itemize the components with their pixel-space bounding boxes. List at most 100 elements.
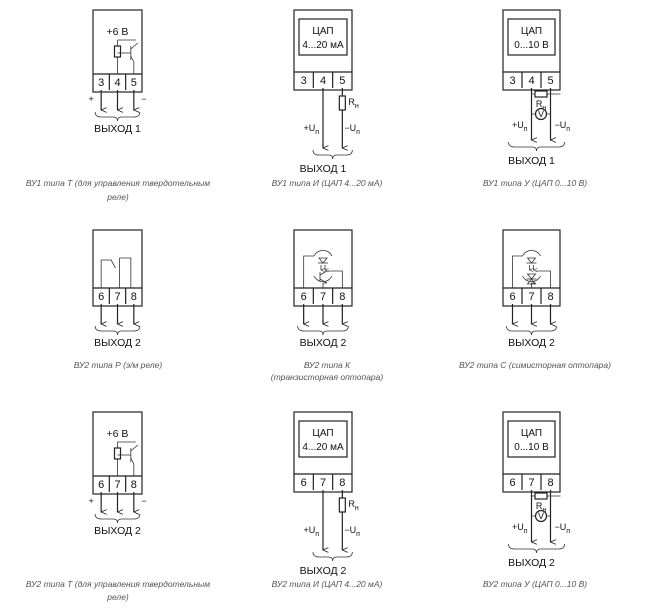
diagram-caption: ВУ2 типа И (ЦАП 4...20 мА) <box>272 579 383 589</box>
output-label: ВЫХОД 1 <box>300 163 347 175</box>
led-symbol <box>318 257 328 264</box>
optocoupler-outline <box>522 250 541 257</box>
load-resistor <box>338 497 346 513</box>
terminal-label-4: 4 <box>320 75 326 87</box>
phototransistor-emitter <box>319 278 328 284</box>
terminal-label-4: 4 <box>114 77 120 89</box>
terminal-label-6: 6 <box>301 291 307 303</box>
output-label: ВЫХОД 1 <box>94 123 141 135</box>
supply-minus-label: −Uп <box>344 123 360 136</box>
output-brace <box>312 551 353 562</box>
output-brace <box>94 513 141 524</box>
load-resistor-label: Rн <box>536 501 547 514</box>
dac-block <box>507 18 556 56</box>
terminal-label-3: 3 <box>98 77 104 89</box>
transistor-emitter <box>130 55 135 63</box>
triac-symbol <box>526 273 537 280</box>
terminal-label-7: 7 <box>320 477 326 489</box>
terminal-label-5: 5 <box>339 75 345 87</box>
output-brace <box>94 111 141 122</box>
transistor-collector <box>130 444 139 452</box>
diagram-caption: (транзисторная оптопара) <box>271 372 384 382</box>
output-label: ВЫХОД 2 <box>94 525 141 537</box>
dac-label: ЦАП <box>521 26 542 37</box>
diagram-caption: ВУ2 типа С (симисторная оптопара) <box>459 360 611 370</box>
supply-plus-label: +Uп <box>303 123 319 136</box>
terminal-label-6: 6 <box>509 477 515 489</box>
diagram-caption: ВУ2 типа У (ЦАП 0...10 В) <box>483 579 587 589</box>
terminal-label-6: 6 <box>301 477 307 489</box>
voltmeter-label: V <box>538 109 544 119</box>
terminal-label-7: 7 <box>528 477 534 489</box>
optocoupler-outline <box>313 275 333 282</box>
relay-contact-nc <box>100 259 116 288</box>
terminal-wire <box>327 270 343 288</box>
dac-label: ЦАП <box>312 26 333 37</box>
terminal-label-7: 7 <box>114 479 120 491</box>
diagram-caption: реле) <box>106 192 129 202</box>
load-resistor <box>338 95 346 111</box>
polarity-minus: − <box>141 94 146 104</box>
terminal-label-7: 7 <box>528 291 534 303</box>
resistor-symbol <box>113 45 122 58</box>
optocoupler-outline <box>522 275 541 282</box>
terminal-label-3: 3 <box>509 75 515 87</box>
terminal-label-8: 8 <box>131 291 137 303</box>
supply-minus-label: −Uп <box>555 120 571 133</box>
output-brace <box>506 325 557 336</box>
diagram-caption: ВУ2 типа К <box>304 360 351 370</box>
diagram-caption: реле) <box>106 592 129 602</box>
terminal-wire <box>531 282 536 288</box>
resistor-symbol <box>113 447 122 460</box>
supply-minus-label: −Uп <box>344 525 360 538</box>
terminal-label-8: 8 <box>547 477 553 489</box>
terminal-label-5: 5 <box>131 77 137 89</box>
supply-voltage-label: +6 В <box>107 428 129 440</box>
dac-label: ЦАП <box>521 428 542 439</box>
output-brace <box>94 325 141 336</box>
dac-range-label: 0...10 В <box>514 442 549 453</box>
supply-minus-label: −Uп <box>555 522 571 535</box>
dac-block <box>298 18 348 56</box>
load-resistor-label: Rн <box>348 97 359 110</box>
diagram-caption: ВУ2 типа Т (для управления твердотельным <box>26 579 210 589</box>
supply-voltage-label: +6 В <box>107 26 129 38</box>
diagram-caption: ВУ1 типа У (ЦАП 0...10 В) <box>483 178 587 188</box>
terminal-label-8: 8 <box>339 291 345 303</box>
terminal-label-3: 3 <box>301 75 307 87</box>
output-brace <box>508 543 565 554</box>
voltmeter-label: V <box>538 511 544 521</box>
output-label: ВЫХОД 2 <box>508 337 555 349</box>
terminal-label-6: 6 <box>509 291 515 303</box>
polarity-minus: − <box>141 496 146 506</box>
relay-contact-no <box>119 257 132 288</box>
terminal-wire <box>303 255 314 288</box>
diagram-caption: ВУ1 типа И (ЦАП 4...20 мА) <box>272 178 383 188</box>
phototransistor-collector <box>319 270 328 276</box>
terminal-label-5: 5 <box>547 75 553 87</box>
output-brace <box>508 141 565 152</box>
output-label: ВЫХОД 2 <box>300 565 347 577</box>
terminal-label-7: 7 <box>114 291 120 303</box>
supply-plus-label: +Uп <box>303 525 319 538</box>
supply-plus-label: +Uп <box>512 522 528 535</box>
dac-range-label: 4...20 мА <box>302 442 344 453</box>
dac-block <box>298 420 348 458</box>
transistor-emitter <box>130 457 135 465</box>
voltmeter-symbol <box>534 509 548 523</box>
optocoupler-outline <box>313 250 333 257</box>
diagram-caption: ВУ1 типа Т (для управления твердотельным <box>26 178 210 188</box>
terminal-wire <box>512 255 523 288</box>
polarity-plus: + <box>89 496 94 506</box>
terminal-label-8: 8 <box>547 291 553 303</box>
voltmeter-symbol <box>534 107 548 121</box>
terminal-label-7: 7 <box>320 291 326 303</box>
polarity-plus: + <box>89 94 94 104</box>
load-resistor <box>534 90 548 98</box>
